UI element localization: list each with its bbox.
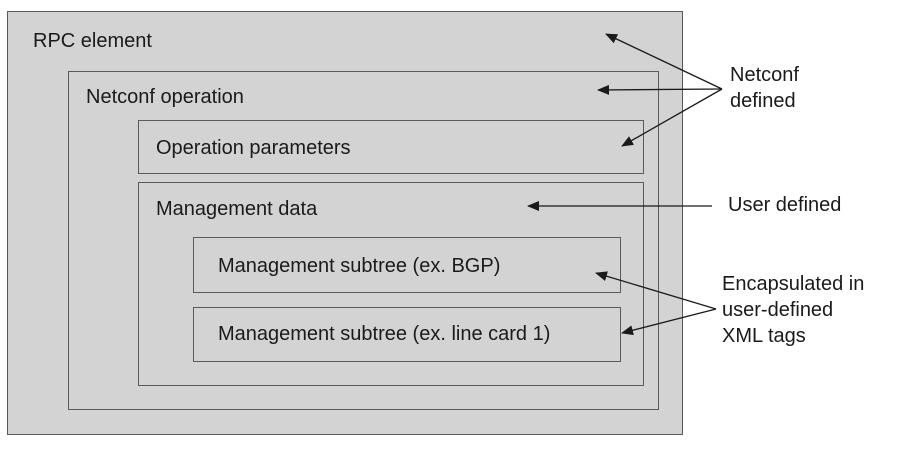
encapsulated-annotation: Encapsulated in user-defined XML tags [722, 271, 864, 349]
arrow-to-subtree-bgp [595, 271, 717, 310]
subtree-bgp-box [193, 237, 621, 293]
encapsulated-line-3: XML tags [722, 325, 806, 347]
management-data-label: Management data [156, 198, 318, 220]
user-defined-annotation: User defined [728, 194, 842, 216]
operation-parameters-box [138, 120, 644, 174]
netconf-defined-annotation: Netconf defined [730, 62, 799, 114]
arrow-to-netconf-operation [597, 84, 723, 95]
arrow-to-operation-parameters [621, 88, 723, 147]
netconf-defined-line-1: Netconf [730, 64, 799, 86]
rpc-element-label: RPC element [33, 30, 152, 52]
arrow-to-rpc-element [605, 33, 723, 90]
subtree-line-card-box [193, 307, 621, 362]
netconf-defined-line-2: defined [730, 90, 796, 112]
subtree-bgp-label: Management subtree (ex. BGP) [218, 255, 501, 277]
arrow-to-subtree-line-card [621, 308, 717, 336]
encapsulated-line-1: Encapsulated in [722, 273, 865, 295]
encapsulated-line-2: user-defined [722, 299, 834, 321]
subtree-line-card-label: Management subtree (ex. line card 1) [218, 323, 551, 345]
operation-parameters-label: Operation parameters [156, 137, 351, 159]
netconf-operation-label: Netconf operation [86, 86, 244, 108]
